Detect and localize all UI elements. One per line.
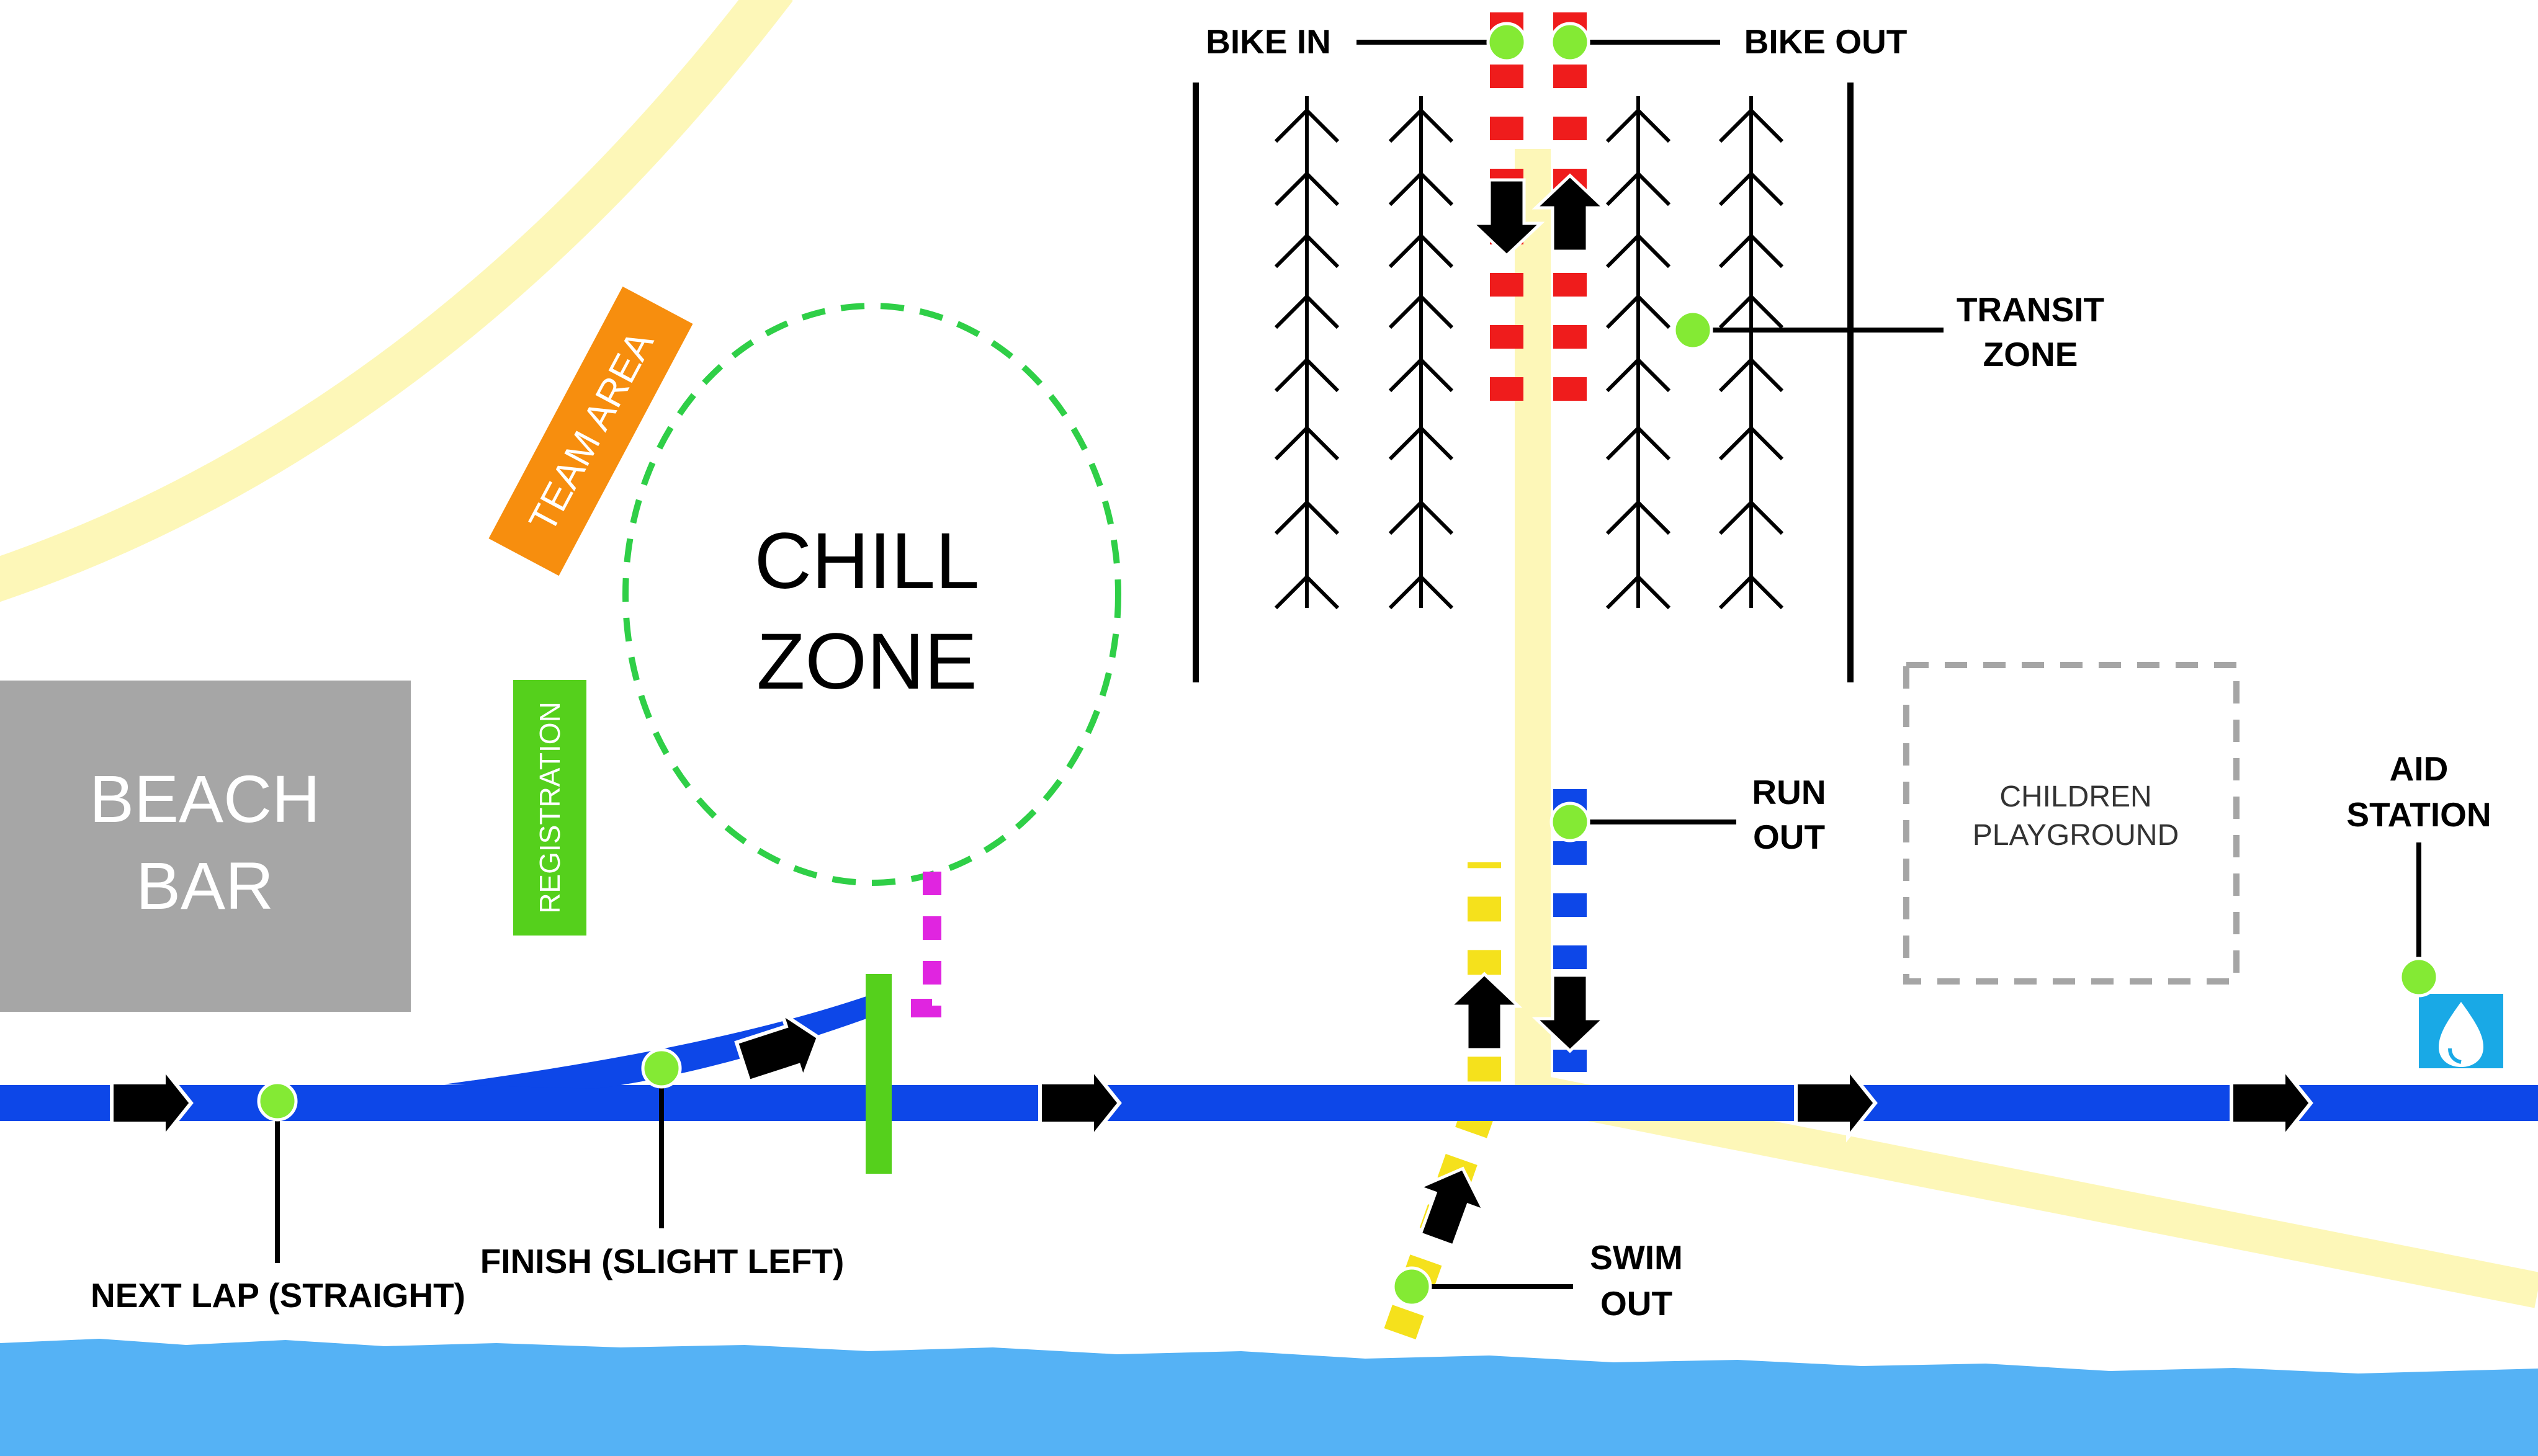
finish-marker xyxy=(641,1048,682,1089)
bike-rack-icon xyxy=(1718,96,1784,610)
water-drop-shine xyxy=(2448,1048,2462,1064)
run-out-label-line2: OUT xyxy=(1753,818,1825,856)
aid-station-marker xyxy=(2398,957,2439,998)
children-playground-outline xyxy=(1903,662,2240,985)
aid-station-label-line2: STATION xyxy=(2346,795,2491,834)
direction-arrow-icon xyxy=(112,1069,191,1137)
beach-bar-label-line1: BEACH xyxy=(89,761,320,836)
finish-link-path xyxy=(890,872,941,1017)
leader-lines xyxy=(275,40,2421,1289)
aid-station-label-line1: AID xyxy=(2390,749,2449,788)
swim-out-label-line2: OUT xyxy=(1600,1284,1672,1323)
bike-out-label: BIKE OUT xyxy=(1744,22,1908,61)
next-lap-marker xyxy=(257,1081,298,1122)
finish-label: FINISH (SLIGHT LEFT) xyxy=(480,1242,845,1280)
bike-rack-icon xyxy=(1388,96,1454,610)
markers xyxy=(257,22,2439,1307)
registration-area xyxy=(513,680,586,936)
transit-zone-label-line1: TRANSIT xyxy=(1957,290,2104,329)
run-out-marker xyxy=(1549,802,1590,842)
run-out-label-line1: RUN xyxy=(1752,773,1826,811)
playground-label-line2: PLAYGROUND xyxy=(1973,819,2179,852)
next-lap-label: NEXT LAP (STRAIGHT) xyxy=(91,1276,465,1315)
chill-zone-label-line1: CHILL xyxy=(755,517,980,605)
bike-in-marker xyxy=(1486,22,1527,63)
chill-zone-outline xyxy=(622,303,1121,886)
direction-arrow-icon xyxy=(2231,1069,2311,1137)
chill-zone-label-line2: ZONE xyxy=(756,617,977,706)
bike-rack-icon xyxy=(1605,96,1671,610)
beach-bar-label-line2: BAR xyxy=(136,848,274,923)
sea xyxy=(0,1339,2538,1456)
bike-out-marker xyxy=(1549,22,1590,63)
beach-bar-area xyxy=(0,681,411,1012)
bike-in-label: BIKE IN xyxy=(1206,22,1331,61)
road-northwest xyxy=(0,0,793,602)
direction-arrow-icon xyxy=(1796,1069,1875,1137)
direction-arrow-icon xyxy=(1040,1069,1119,1137)
transit-zone-marker xyxy=(1672,310,1713,351)
registration-label: REGISTRATION xyxy=(534,702,566,914)
swim-out-label-line1: SWIM xyxy=(1590,1238,1683,1277)
swim-lane-arrow-icon xyxy=(1450,974,1518,1050)
swim-out-marker xyxy=(1391,1266,1432,1307)
main-course-route xyxy=(0,1085,2538,1121)
bike-rack-icon xyxy=(1274,96,1340,610)
playground-label-line1: CHILDREN xyxy=(1999,780,2151,813)
finish-line xyxy=(866,974,892,1174)
transit-zone-label-line2: ZONE xyxy=(1983,335,2078,373)
team-area xyxy=(488,286,693,576)
